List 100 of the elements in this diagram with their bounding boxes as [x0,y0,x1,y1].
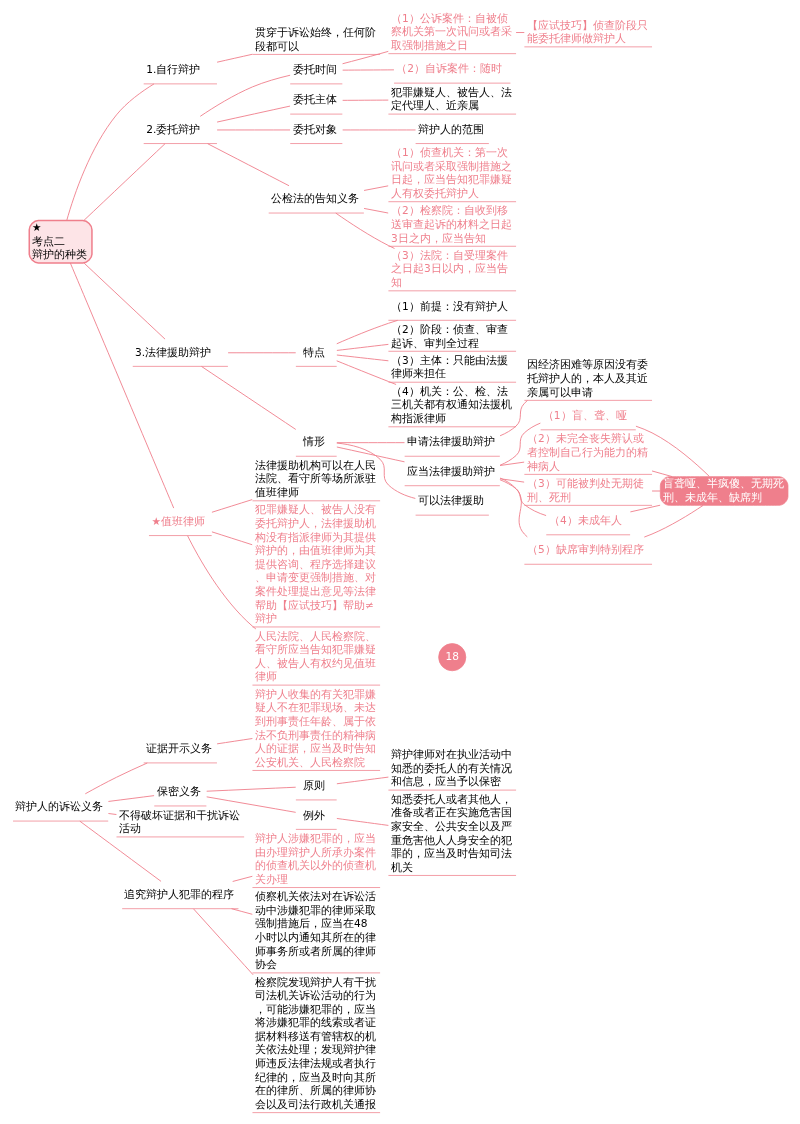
node-text: 原则 [302,779,325,792]
node-text: 犯罪嫌疑人、被告人没有委托辩护人，法律援助机构没有指派律师为其提供辩护的，由值班律师为其提供咨询、程序选择建议、申请变更强制措施、对案件处理提出意见等法律帮助【应试技巧】帮助≠辩护 [254,503,376,625]
node-text: 委托对象 [292,122,337,135]
node-text: 辩护人涉嫌犯罪的，应当由办理辩护人所承办案件的侦查机关以外的侦查机关办理 [254,832,376,885]
connector [210,499,253,513]
connector [216,129,290,131]
connector [651,470,673,478]
node-text: 证据开示义务 [145,742,212,755]
connector [335,776,389,785]
connector [216,53,253,63]
connector [230,908,253,915]
connector [499,478,525,483]
connector [335,442,405,444]
node-box: 盲聋哑、半疯傻、无期死刑、未成年、缺席判 [659,476,788,506]
connector [341,50,389,65]
connector [334,212,395,249]
connector [341,69,394,71]
node-text: 因经济困难等原因没有委托辩护人的，本人及其近亲属可以申请 [526,358,648,398]
node-text: 知悉委托人或者其他人，准备或者正在实施危害国家安全、公共安全以及严重危害他人人身安全的犯罪的，应当及时告知司法机关 [390,792,512,873]
connector [498,479,547,517]
connector [227,352,296,354]
connector [335,442,416,499]
node-text: 人民法院、人民检察院、看守所应当告知犯罪嫌疑人、被告人有权约见值班律师 [254,629,376,683]
node-text: （2）未完全丧失辨认或者控制自己行为能力的精神病人 [526,432,648,472]
node-text: （2）自诉案件：随时 [395,62,502,75]
connector [82,143,165,221]
node-text: 辩护人的范围 [417,122,484,135]
node-text: 法律援助机构可以在人民法院、看守所等场所派驻值班律师 [254,458,376,499]
connector [65,83,154,221]
connector [216,105,290,123]
node-text: （2）检察院：自收到移送审查起诉的材料之日起3日之内，应当告知 [390,204,512,244]
node-text: 1.自行辩护 [145,63,200,76]
connector [107,813,117,815]
connector [335,360,397,385]
node-text: 委托时间 [292,63,337,76]
connector [363,185,389,191]
node-text: （4）未成年人 [548,514,622,527]
connector [69,262,174,509]
node-text: 辩护人的诉讼义务 [14,800,103,813]
node-text: 检察院发现辩护人有干扰司法机关诉讼活动的行为，可能涉嫌犯罪的，应当将涉嫌犯罪的线索或者证据材料移送有管辖权的机关依法处理；发现辩护律师违反法律法规或者执行纪律的，应当及时向其所在的律所、所属的律师协会以及司法行政机关通报 [254,975,376,1110]
node-text: （1）侦查机关：第一次讯问或者采取强制措施之日起，应当告知犯罪嫌疑人有权委托辩护人 [390,146,512,199]
connector [210,531,253,546]
node-text: （3）法院：自受理案件之日起3日以内，应当告知 [390,248,508,289]
node-text: ★值班律师 [151,514,205,527]
node-text: （1）前提：没有辩护人 [390,299,508,312]
connector [192,908,254,976]
connector [643,505,703,538]
node-text: （3）主体：只能由法援律师来担任 [390,353,508,380]
connector [335,354,389,362]
node-text: 侦察机关依法对在诉讼活动中涉嫌犯罪的律师采取强制措施后，应当在48小时以内通知其所在的律师事务所或者所属的律师协会 [254,890,376,971]
node-text: 委托主体 [292,93,337,106]
connector [629,504,661,513]
node-text: 贯穿于诉讼始终，任何阶段都可以 [254,26,376,52]
connector [341,129,416,131]
connector [335,818,389,826]
connector [205,786,296,792]
connector [515,32,525,33]
node-text: （4）机关：公、检、法三机关都有权通知法援机构指派律师 [390,384,512,425]
connector [206,143,289,187]
connector [499,422,541,466]
connector [335,343,389,351]
connector [199,74,291,117]
node-text: 【应试技巧】侦查阶段只能委托律师做辩护人 [526,18,648,45]
node-text: （1）盲、聋、哑 [542,409,627,422]
node-text: 辩护人收集的有关犯罪嫌疑人不在犯罪现场、未达到刑事责任年龄、属于依法不负刑事责任的精神病人的证据，应当及时告知公安机关、人民检察院 [254,687,376,768]
node-box: ★ 考点二 辩护的种类 [28,219,93,264]
node-text: 不得破坏证据和干扰诉讼活动 [118,808,240,835]
connector [335,446,405,463]
node-text: （5）缺席审判特别程序 [526,543,644,556]
connector [107,795,155,802]
node-text: 申请法律援助辩护 [406,435,495,448]
connector [635,425,710,477]
node-text: 2.委托辩护 [145,122,200,135]
connector [216,738,253,745]
connector [341,99,389,101]
connector [231,875,253,882]
connector [84,762,148,795]
connector [499,461,525,466]
node-text: 特点 [302,345,325,358]
label: 18 [445,649,459,662]
connector [499,477,528,538]
node-text: 3.法律援助辩护 [134,345,211,358]
connector [78,820,161,882]
connector [186,535,256,630]
connector [83,262,165,340]
node-text: （2）阶段：侦查、审查起诉、审判全过程 [390,322,508,349]
connector [363,207,389,214]
connector [499,400,528,437]
node-text: （1）公诉案件：自被侦察机关第一次讯问或者采取强制措施之日 [390,11,512,51]
node-text: 辩护律师对在执业活动中知悉的委托人的有关情况和信息，应当予以保密 [390,748,512,788]
node-text: 公检法的告知义务 [270,192,359,205]
node-text: 追究辩护人犯罪的程序 [123,887,234,900]
connector [205,796,296,813]
node-text: 犯罪嫌疑人、被告人、法定代理人、近亲属 [390,85,512,112]
node-text: 保密义务 [156,785,201,798]
node-text: 情形 [302,435,325,448]
node-text: 可以法律援助 [417,494,484,507]
node-text: （3）可能被判处无期徒刑、死刑 [526,477,644,503]
connector [651,490,661,492]
node-text: 应当法律援助辩护 [406,464,495,477]
